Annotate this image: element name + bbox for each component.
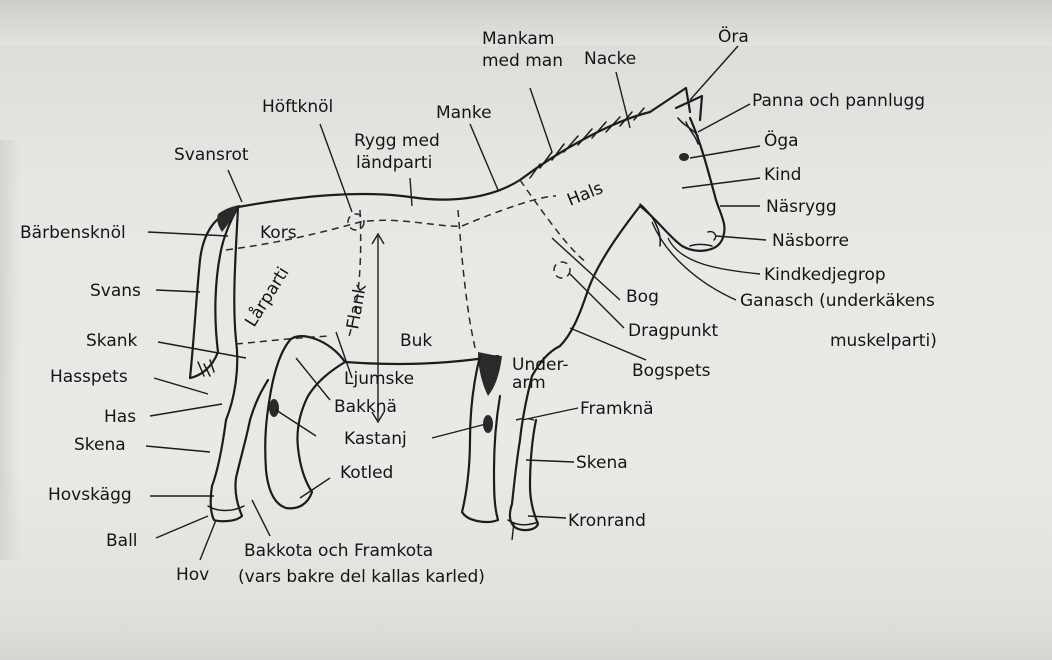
leader-has — [150, 404, 222, 416]
label-ganasch-line1: Ganasch (underkäkens — [740, 291, 935, 311]
horse-nostril — [708, 232, 716, 240]
leader-kind — [682, 178, 760, 188]
label-dragpunkt: Dragpunkt — [628, 321, 718, 341]
leader-kotled — [300, 478, 330, 498]
label-framkna: Framknä — [580, 399, 654, 419]
horse-mane — [530, 108, 644, 178]
label-svans: Svans — [90, 281, 141, 301]
leader-bakkna — [296, 358, 330, 400]
label-hasspets: Hasspets — [50, 367, 128, 387]
leader-barbensknol — [148, 232, 228, 236]
label-bogspets: Bogspets — [632, 361, 711, 381]
label-rygg-line2: ländparti — [356, 153, 432, 173]
draw-point-marker — [554, 262, 570, 278]
label-hoftknol: Höftknöl — [262, 97, 333, 117]
divider-girth — [458, 210, 476, 352]
label-hovskagg: Hovskägg — [48, 485, 132, 505]
leader-kindkedjegrop — [668, 238, 760, 274]
horse-elbow-shade — [478, 352, 502, 396]
horse-hind-leg-far — [211, 380, 268, 521]
horse-hind-leg-near — [265, 336, 345, 508]
leader-skena-right — [526, 460, 574, 462]
leader-kronrand — [528, 516, 566, 518]
label-manke: Manke — [436, 103, 492, 123]
horse-eye — [679, 153, 689, 161]
label-kronrand: Kronrand — [568, 511, 646, 531]
label-bog: Bog — [626, 287, 659, 307]
leader-kastanj-front — [432, 424, 486, 438]
label-hov: Hov — [176, 565, 209, 585]
leader-skena-left — [146, 446, 210, 452]
label-kind: Kind — [764, 165, 801, 185]
label-underarm-line1: Under- — [512, 355, 569, 375]
label-svansrot: Svansrot — [174, 145, 249, 165]
leader-rygg — [410, 178, 412, 206]
label-kors: Kors — [260, 223, 297, 243]
label-skank: Skank — [86, 331, 138, 351]
leader-bakkota-hind — [252, 500, 270, 536]
label-rygg-line1: Rygg med — [354, 131, 440, 151]
leader-hov — [200, 520, 216, 560]
label-ljumske: Ljumske — [344, 369, 414, 389]
leader-hasspets — [154, 378, 208, 394]
label-ora: Öra — [718, 25, 749, 47]
leader-ora — [690, 46, 738, 100]
leader-skank — [158, 342, 246, 358]
label-kindkedjegrop: Kindkedjegrop — [764, 265, 886, 285]
label-flank: Flank — [343, 282, 371, 330]
leader-svans — [156, 290, 200, 292]
label-buk: Buk — [400, 331, 432, 351]
horse-front-leg-near — [510, 376, 538, 530]
leader-mankam — [530, 88, 552, 152]
label-bakkota-line2: (vars bakre del kallas karled) — [238, 567, 485, 587]
label-nasborre: Näsborre — [772, 231, 849, 251]
horse-belly — [345, 356, 498, 364]
label-hals: Hals — [564, 178, 606, 210]
label-mankam-line1: Mankam — [482, 29, 554, 49]
leader-ball — [156, 516, 208, 538]
leader-lines — [146, 46, 766, 560]
label-kastanj: Kastanj — [344, 429, 407, 449]
label-ball: Ball — [106, 531, 138, 551]
label-has: Has — [104, 407, 136, 427]
label-nasrygg: Näsrygg — [766, 197, 837, 217]
label-barbensknol: Bärbensknöl — [20, 223, 126, 243]
leader-framkna — [522, 408, 578, 420]
label-ganasch-line2: muskelparti) — [830, 331, 937, 351]
leader-hoftknol — [320, 124, 352, 212]
label-skena-right: Skena — [576, 453, 628, 473]
label-skena-left: Skena — [74, 435, 126, 455]
label-bakkota-line1: Bakkota och Framkota — [244, 541, 433, 561]
label-mankam-line2: med man — [482, 51, 563, 71]
leader-manke — [470, 124, 498, 190]
horse-ear — [650, 88, 702, 120]
leader-dragpunkt — [570, 274, 624, 328]
label-kotled: Kotled — [340, 463, 393, 483]
horse-hindquarter — [226, 207, 238, 420]
leader-panna — [698, 104, 750, 132]
horse-hind-chestnut — [269, 399, 279, 417]
horse-mouth — [690, 245, 712, 247]
horse-jaw — [640, 204, 660, 246]
label-panna: Panna och pannlugg — [752, 91, 925, 111]
labels: Mankam med man Nacke Öra Panna och pannl… — [20, 25, 937, 587]
leader-svansrot — [228, 170, 242, 202]
label-nacke: Nacke — [584, 49, 636, 69]
label-bakkna: Bakknä — [334, 397, 397, 417]
label-oga: Öga — [764, 129, 799, 151]
label-larparti: Lårparti — [240, 263, 293, 330]
leader-kastanj-hind — [276, 410, 316, 436]
label-underarm-line2: arm — [512, 373, 546, 393]
